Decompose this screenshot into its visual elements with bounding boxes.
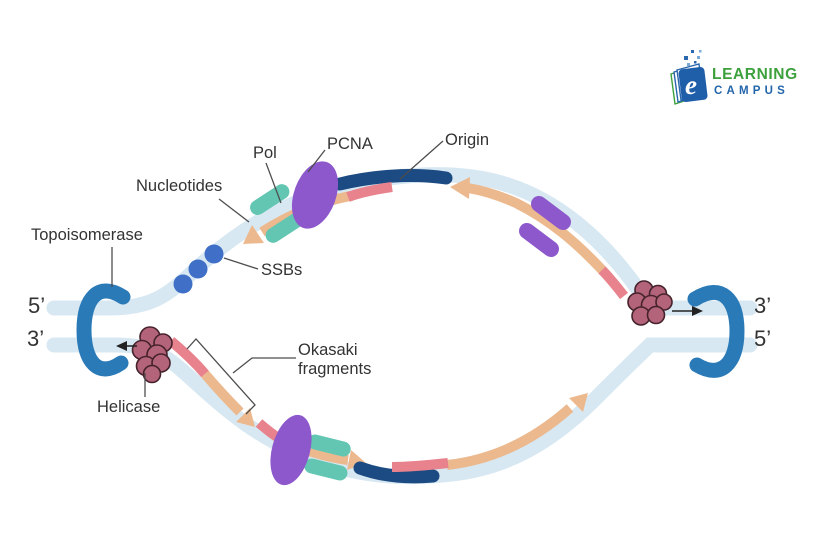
label-3-prime-right: 3’ bbox=[754, 293, 772, 318]
primer-top-left bbox=[346, 182, 393, 202]
label-helicase: Helicase bbox=[97, 398, 161, 416]
label-nucleotides: Nucleotides bbox=[136, 177, 223, 195]
origin-connector-line bbox=[399, 140, 444, 180]
new-strand-arrow-bottom-right bbox=[446, 393, 588, 470]
primer-top-right bbox=[598, 266, 628, 300]
logo-book-icon: e bbox=[670, 50, 708, 105]
new-strand-arrow-top-right bbox=[450, 177, 608, 276]
origin-segment-bottom bbox=[353, 461, 440, 484]
ssbs-connector-line bbox=[223, 257, 259, 270]
label-pcna: PCNA bbox=[327, 135, 373, 153]
topoisomerase-clamp-left bbox=[76, 283, 131, 377]
helicase-cluster-right bbox=[627, 280, 673, 326]
polymerase-capsules-bottom bbox=[304, 434, 351, 481]
label-okasaki-line2: fragments bbox=[298, 360, 372, 378]
topoisomerase-clamp-right bbox=[687, 285, 745, 378]
elearning-campus-logo: e LEARNING CAMPUS bbox=[668, 44, 808, 106]
label-origin: Origin bbox=[445, 131, 490, 149]
label-5-prime-right: 5’ bbox=[754, 326, 772, 351]
label-3-prime-left: 3’ bbox=[27, 326, 45, 351]
label-ssbs: SSBs bbox=[261, 261, 303, 279]
nucleotides-connector-line bbox=[218, 198, 250, 223]
primer-bottom-3 bbox=[391, 458, 449, 472]
pol-connector-line bbox=[265, 162, 282, 204]
okasaki-connector-line bbox=[232, 357, 296, 374]
label-pol: Pol bbox=[253, 144, 277, 162]
label-okasaki-fragments: Okasaki fragments bbox=[298, 341, 371, 379]
fork-direction-arrow-left bbox=[116, 341, 137, 351]
helicase-cluster-left bbox=[131, 326, 173, 384]
logo-campus-text: CAMPUS bbox=[714, 85, 790, 97]
fork-direction-arrow-right bbox=[672, 306, 703, 316]
pcna-ring-bottom bbox=[270, 414, 312, 486]
ssb-dots bbox=[173, 244, 224, 294]
label-topoisomerase: Topoisomerase bbox=[31, 226, 143, 244]
label-5-prime-left: 5’ bbox=[28, 293, 46, 318]
pcna-connector-line bbox=[307, 149, 326, 173]
label-okasaki-line1: Okasaki bbox=[298, 341, 358, 359]
origin-segment-top bbox=[333, 169, 453, 191]
logo-book-cover: e bbox=[678, 66, 708, 102]
logo-book-letter: e bbox=[685, 70, 697, 100]
primer-bottom-1 bbox=[167, 337, 209, 378]
okasaki-bracket bbox=[186, 338, 256, 415]
purple-protein-capsules bbox=[519, 195, 571, 258]
new-strand-arrow-bottom-left bbox=[201, 370, 255, 427]
logo-learning-text: LEARNING bbox=[712, 66, 798, 83]
logo-pixel-dots bbox=[684, 50, 702, 66]
pcna-ring-top bbox=[291, 161, 339, 229]
